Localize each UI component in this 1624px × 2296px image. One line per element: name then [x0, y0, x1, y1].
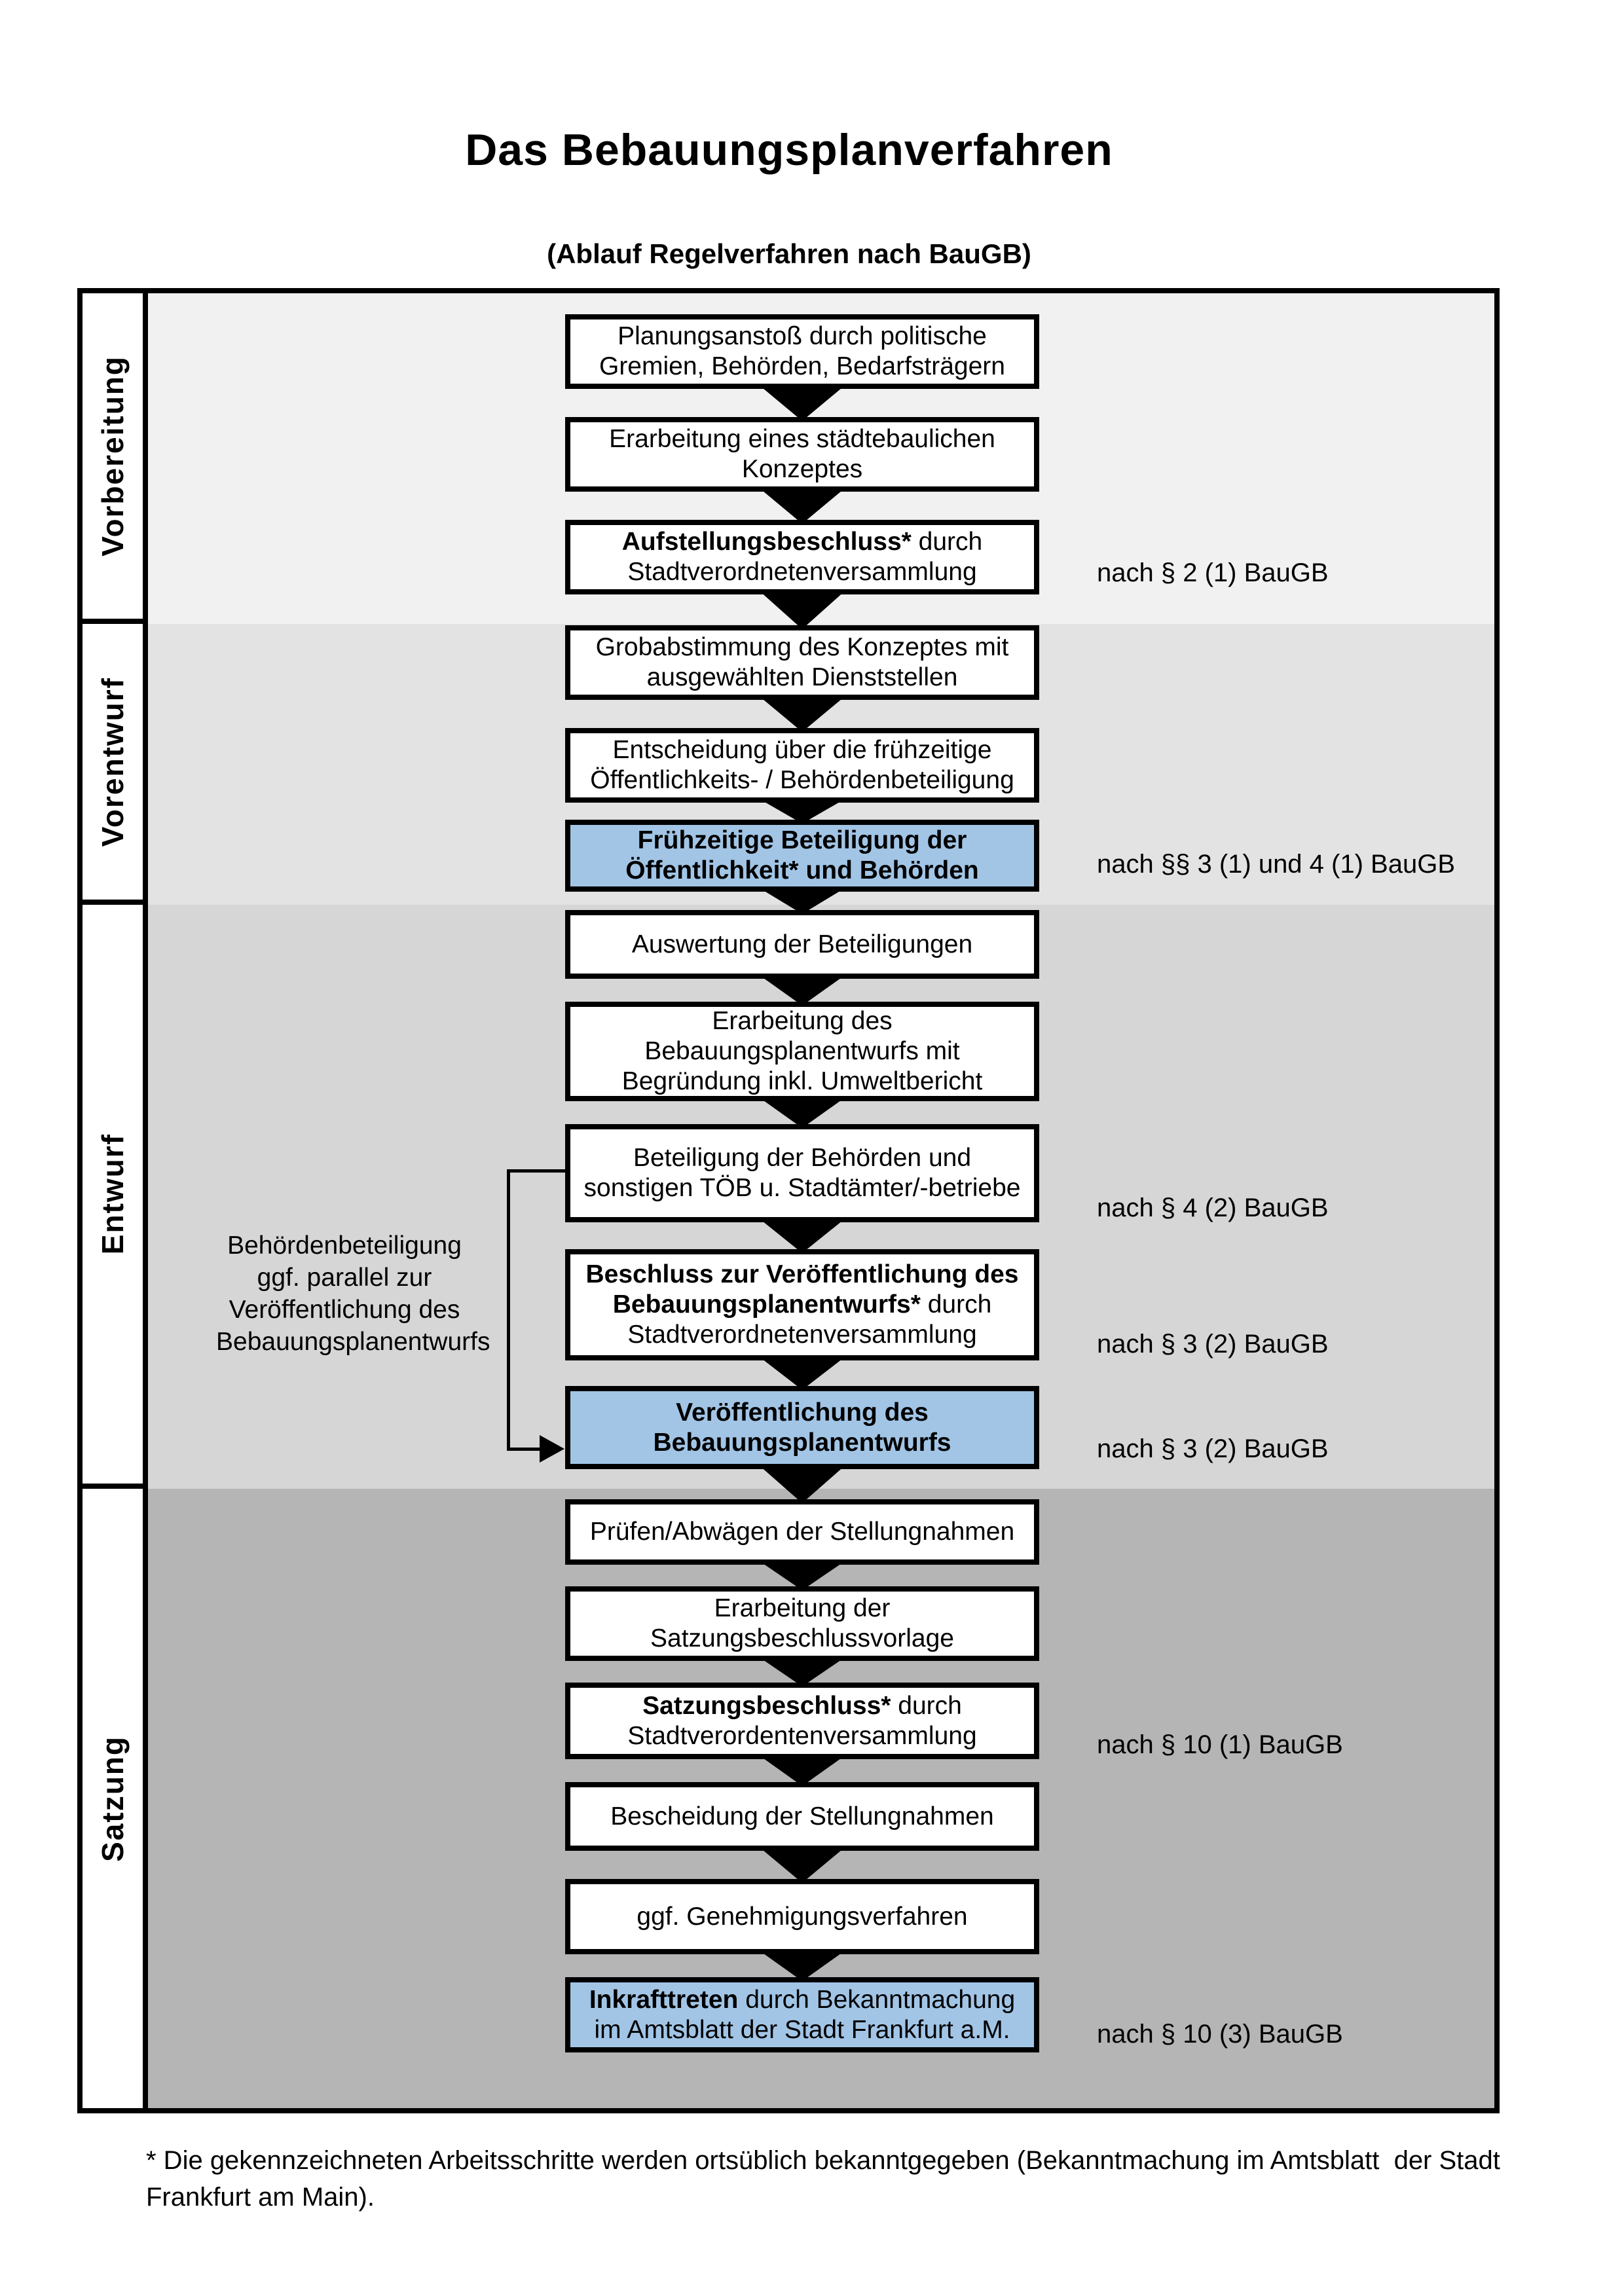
down-arrow-icon	[759, 385, 845, 421]
flow-box-line: Entscheidung über die frühzeitige	[612, 736, 992, 764]
connector-top-segment	[507, 1169, 565, 1173]
legal-annotation: nach § 3 (2) BauGB	[1097, 1434, 1329, 1463]
section-label-cell: Vorbereitung	[83, 293, 148, 624]
flow-box: Bescheidung der Stellungnahmen	[565, 1782, 1039, 1851]
connector-bottom-segment	[507, 1448, 542, 1451]
legal-annotation: nach § 3 (2) BauGB	[1097, 1330, 1329, 1358]
down-arrow-icon	[759, 488, 845, 524]
flow-box-line: Aufstellungsbeschluss* durch	[621, 528, 983, 556]
flow-box-line: Satzungsbeschluss* durch	[642, 1691, 962, 1720]
down-arrow-icon	[759, 1847, 845, 1883]
flow-box-line: Auswertung der Beteiligungen	[631, 930, 973, 958]
flow-box-line: Gremien, Behörden, Bedarfsträgern	[599, 352, 1005, 380]
down-arrow-icon	[759, 591, 845, 629]
flow-box-line: Stadtverordnetenversammlung	[627, 1321, 977, 1349]
flow-box-line: Bebauungsplanentwurfs	[653, 1428, 951, 1457]
flow-box-line: ausgewählten Dienststellen	[646, 663, 958, 691]
flow-box-line: Planungsanstoß durch politische	[618, 322, 987, 350]
down-arrow-icon	[759, 1357, 845, 1390]
section-label-cell: Entwurf	[83, 905, 148, 1489]
connector-vertical-segment	[507, 1169, 510, 1451]
flow-box-line: Veröffentlichung des	[676, 1398, 929, 1427]
flow-box-line: Bescheidung der Stellungnahmen	[610, 1802, 994, 1831]
flow-box-line: Stadtverordnetenversammlung	[627, 558, 977, 586]
connector-arrowhead-icon	[540, 1435, 564, 1463]
flow-box-line: Öffentlichkeit* und Behörden	[625, 856, 979, 884]
down-arrow-icon	[759, 1465, 845, 1503]
flow-box-line: Beteiligung der Behörden und	[633, 1144, 972, 1172]
section-label-text: Vorentwurf	[96, 676, 130, 847]
section-label-cell: Satzung	[83, 1489, 148, 2108]
flow-box-line: Erarbeitung des	[712, 1007, 893, 1035]
flow-box-line: Frühzeitige Beteiligung der	[637, 826, 967, 854]
down-arrow-icon	[759, 799, 845, 824]
flow-box-line: Öffentlichkeits- / Behördenbeteiligung	[590, 766, 1014, 794]
legal-annotation: nach §§ 3 (1) und 4 (1) BauGB	[1097, 850, 1455, 879]
legal-annotation: nach § 10 (3) BauGB	[1097, 2020, 1343, 2049]
legal-annotation: nach § 10 (1) BauGB	[1097, 1730, 1343, 1759]
flow-box: Prüfen/Abwägen der Stellungnahmen	[565, 1499, 1039, 1565]
section-label-text: Entwurf	[96, 1133, 130, 1255]
flow-box-line: Prüfen/Abwägen der Stellungnahmen	[589, 1518, 1015, 1546]
flow-box-line: Stadtverordentenversammlung	[627, 1721, 977, 1750]
down-arrow-icon	[759, 975, 845, 1006]
section-label-text: Vorbereitung	[96, 355, 130, 556]
down-arrow-icon	[759, 1561, 845, 1590]
section-label-cell: Vorentwurf	[83, 624, 148, 905]
flow-box-line: ggf. Genehmigungsverfahren	[637, 1902, 968, 1931]
section-label-text: Satzung	[96, 1735, 130, 1862]
footnote: * Die gekennzeichneten Arbeitsschritte w…	[146, 2146, 1500, 2212]
legal-annotation: nach § 2 (1) BauGB	[1097, 558, 1329, 587]
flow-box-line: Grobabstimmung des Konzeptes mit	[595, 633, 1009, 661]
flow-box: ggf. Genehmigungsverfahren	[565, 1879, 1039, 1954]
down-arrow-icon	[759, 1218, 845, 1253]
flow-box-line: Bebauungsplanentwurfs mit	[644, 1037, 960, 1065]
down-arrow-icon	[759, 1950, 845, 1981]
legal-annotation: nach § 4 (2) BauGB	[1097, 1194, 1329, 1222]
flow-box-line: Beschluss zur Veröffentlichung des	[585, 1260, 1019, 1288]
page-subtitle: (Ablauf Regelverfahren nach BauGB)	[547, 238, 1031, 269]
down-arrow-icon	[759, 1657, 845, 1686]
flow-box-line: Begründung inkl. Umweltbericht	[621, 1067, 983, 1095]
flow-box-line: Bebauungsplanentwurfs* durch	[612, 1290, 992, 1319]
down-arrow-icon	[759, 1755, 845, 1786]
page-title: Das Bebauungsplanverfahren	[465, 125, 1113, 175]
side-note: Behördenbeteiligung ggf. parallel zur Ve…	[216, 1231, 490, 1356]
flow-box-line: Satzungsbeschlussvorlage	[650, 1624, 954, 1652]
flow-box: Auswertung der Beteiligungen	[565, 910, 1039, 979]
flow-box-line: Konzeptes	[741, 455, 863, 483]
down-arrow-icon	[759, 888, 845, 914]
flow-box-line: Erarbeitung der	[714, 1594, 891, 1622]
down-arrow-icon	[759, 696, 845, 732]
flow-box-line: im Amtsblatt der Stadt Frankfurt a.M.	[594, 2015, 1010, 2044]
flow-box-line: sonstigen TÖB u. Stadtämter/-betriebe	[583, 1174, 1021, 1202]
down-arrow-icon	[759, 1097, 845, 1128]
flow-box-line: Erarbeitung eines städtebaulichen	[609, 425, 995, 453]
flow-box-line: Inkrafttreten durch Bekanntmachung	[589, 1985, 1016, 2014]
